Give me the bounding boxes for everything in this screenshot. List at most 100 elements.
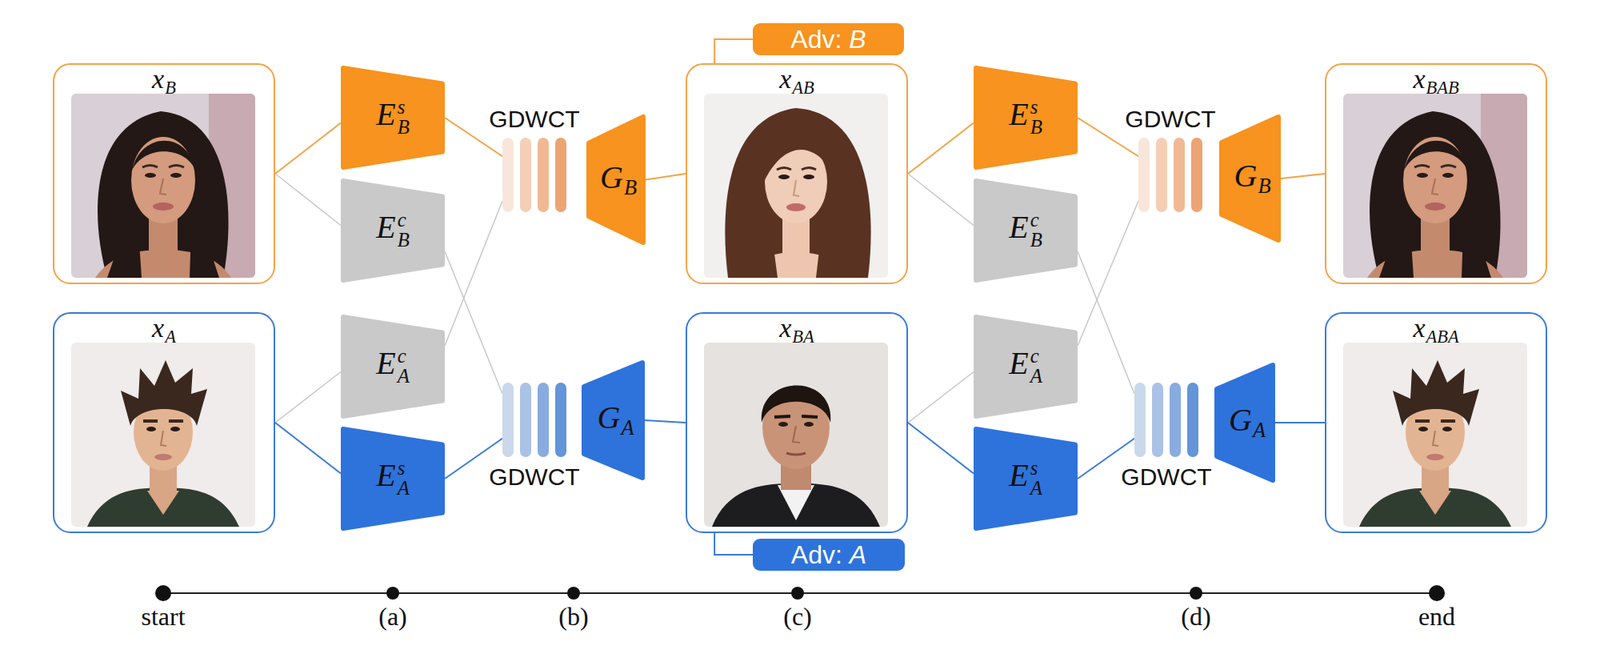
node-label: EcA (376, 346, 410, 387)
text-part: E (376, 456, 396, 493)
text-part: A (1030, 366, 1043, 387)
timeline-label-slot: start (83, 601, 244, 631)
trapezoid (976, 68, 1076, 168)
text-part: Adv: (790, 24, 849, 54)
timeline-label-slot: (d) (1116, 601, 1276, 631)
text-part: s (1030, 97, 1039, 118)
encoder-block: EcA (340, 314, 445, 419)
image-panel: xA (52, 312, 276, 533)
image-panel: xBA (685, 312, 908, 533)
text-part: A (620, 415, 634, 440)
text-part: A (164, 326, 176, 347)
transform-bar (1187, 382, 1199, 457)
generator-block: GB (1219, 114, 1281, 243)
timeline-label: (b) (558, 601, 588, 631)
script-stack: cB (397, 210, 410, 251)
text-part: A (849, 540, 867, 569)
transform-bar (537, 382, 549, 457)
face-photo (704, 342, 888, 527)
timeline-dot (155, 584, 172, 601)
face-photo (1343, 342, 1528, 527)
script-stack: sA (397, 458, 410, 499)
text-part: E (376, 344, 396, 381)
node-label: EcA (1008, 346, 1043, 387)
connector (275, 422, 341, 474)
trapezoid (1221, 116, 1279, 240)
text-part: B (397, 117, 410, 138)
transform-bar (520, 382, 532, 457)
text-part: B (1030, 230, 1043, 251)
node-label: EsA (1008, 458, 1043, 499)
text-part: E (376, 208, 396, 245)
encoder-block: EcB (340, 178, 445, 283)
encoder-block: EcA (973, 314, 1078, 419)
text-part: G (596, 399, 620, 436)
gdwct-block: GDWCT (502, 137, 567, 212)
trapezoid (343, 180, 443, 280)
text-part: c (1030, 210, 1040, 231)
text-part: E (1008, 456, 1028, 493)
script-stack: sA (1030, 458, 1043, 499)
node-label: xABA (1412, 314, 1459, 351)
text-part: E (376, 96, 396, 132)
node-label: xB (152, 65, 176, 102)
node-label: GA (596, 401, 634, 438)
node-label: EcB (376, 210, 410, 251)
text-part: s (397, 97, 406, 118)
text-part: G (1233, 157, 1257, 194)
node-label: EsB (376, 97, 410, 138)
text-part: B (397, 230, 410, 251)
node-label: xBAB (1412, 65, 1459, 102)
face-photo (704, 93, 888, 278)
timeline-label: (d) (1180, 601, 1211, 631)
encoder-block: EcB (973, 178, 1078, 283)
node-label: EsA (376, 458, 410, 499)
node-label: GB (600, 161, 637, 198)
timeline-dot (1428, 584, 1445, 601)
adversarial-tag: Adv: A (752, 538, 905, 571)
text-part: G (1228, 401, 1252, 438)
transform-bar (1138, 137, 1150, 212)
encoder-block: EsB (973, 65, 1078, 170)
timeline-label-slot: (b) (493, 601, 654, 631)
text-part: B (164, 77, 176, 98)
transform-bar (555, 137, 567, 212)
node-label: EcB (1008, 210, 1043, 251)
node-label: GDWCT (1122, 105, 1218, 133)
text-part: A (1030, 478, 1043, 499)
trapezoid (584, 362, 643, 478)
trapezoid (1216, 364, 1273, 480)
text-part: x (152, 312, 164, 343)
text-part: ABA (1425, 326, 1459, 347)
text-part: G (600, 159, 624, 196)
node-label: EsB (1008, 97, 1043, 138)
transform-bar (520, 137, 532, 212)
timeline-dot (386, 586, 400, 600)
timeline-label-slot: (a) (312, 601, 473, 631)
generator-block: GA (1214, 362, 1276, 483)
transform-bar (1191, 137, 1203, 212)
face-photo (71, 93, 256, 278)
timeline-label-slot: end (1356, 601, 1517, 631)
trapezoid (343, 68, 443, 168)
script-stack: cB (1030, 210, 1043, 251)
connector (1280, 173, 1325, 179)
text-part: s (397, 458, 406, 479)
text-part: B (624, 175, 637, 200)
script-stack: sB (1030, 97, 1043, 138)
trapezoid (343, 428, 443, 528)
image-panel: xB (52, 63, 276, 284)
timeline-dot (1189, 586, 1203, 600)
generator-block: GB (586, 114, 646, 245)
text-part: A (397, 478, 410, 499)
text-part: x (779, 64, 792, 94)
transform-bar (1173, 137, 1185, 212)
trapezoid (343, 316, 443, 416)
text-part: c (397, 210, 407, 231)
timeline-label: start (140, 601, 185, 631)
connector (444, 251, 503, 394)
transform-bar (502, 382, 514, 457)
text-part: AB (792, 77, 814, 98)
face-photo (71, 342, 256, 527)
timeline-label-slot: (c) (717, 601, 878, 631)
